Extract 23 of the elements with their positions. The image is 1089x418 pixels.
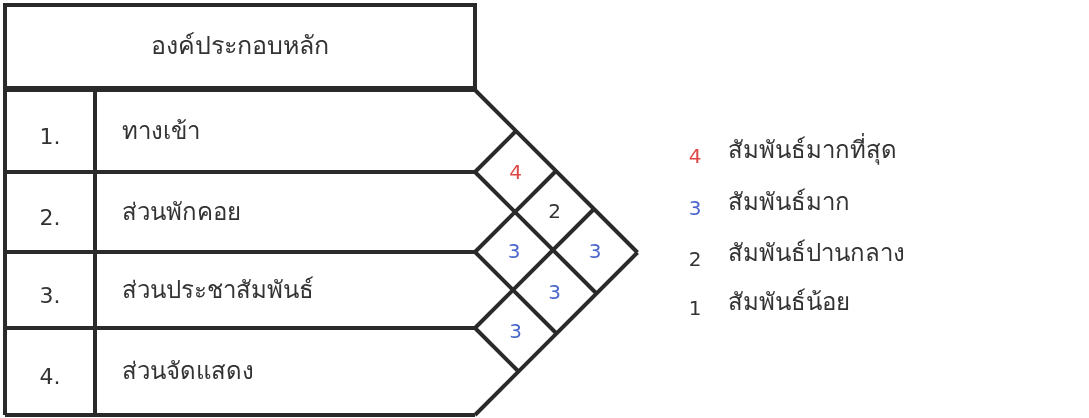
legend-value: 4 [688, 143, 702, 170]
matrix-value: 3 [507, 238, 521, 265]
legend-text: สัมพันธ์ปานกลาง [728, 238, 905, 269]
row-label: ทางเข้า [122, 116, 200, 147]
matrix-value: 4 [509, 158, 522, 186]
row-number: 3. [39, 282, 61, 310]
row-label: ส่วนจัดแสดง [122, 356, 254, 387]
matrix-value: 3 [588, 238, 602, 265]
row-label: ส่วนประชาสัมพันธ์ [122, 275, 314, 306]
row-number: 1. [39, 123, 61, 151]
legend-value: 3 [688, 195, 702, 222]
matrix-value: 3 [548, 278, 561, 306]
row-number: 4. [39, 363, 61, 391]
legend-value: 2 [688, 246, 702, 273]
legend-text: สัมพันธ์น้อย [728, 287, 850, 318]
row-number: 2. [39, 204, 61, 232]
table-header: องค์ประกอบหลัก [151, 30, 329, 62]
row-label: ส่วนพักคอย [122, 197, 241, 228]
matrix-value: 2 [548, 197, 561, 225]
legend-value: 1 [688, 295, 702, 322]
legend-text: สัมพันธ์มากที่สุด [728, 133, 897, 167]
matrix-value: 3 [509, 317, 522, 345]
legend-text: สัมพันธ์มาก [728, 187, 850, 218]
